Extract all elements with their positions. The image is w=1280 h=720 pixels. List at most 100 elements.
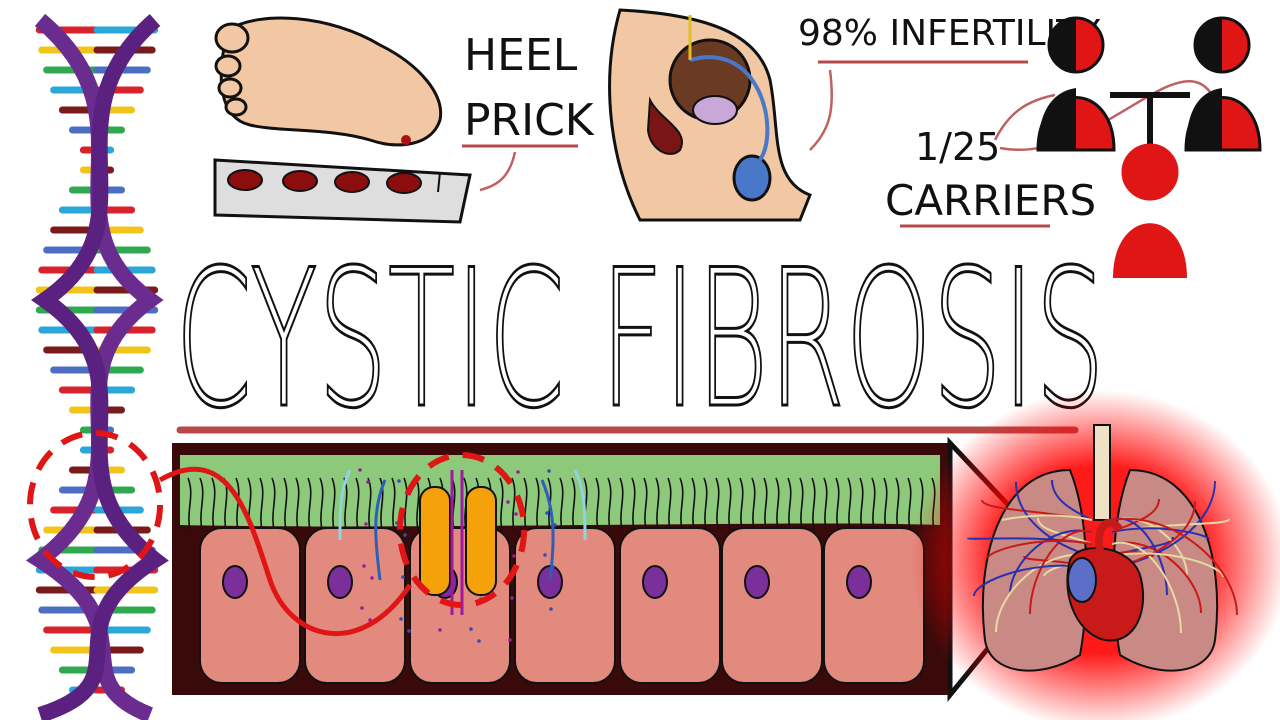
carriers-arrow bbox=[993, 93, 1056, 141]
ion-dot bbox=[362, 564, 366, 568]
cilium bbox=[799, 477, 804, 531]
ion-dot bbox=[397, 479, 401, 483]
cilium bbox=[787, 477, 792, 531]
ion-dot bbox=[366, 480, 370, 484]
cilium bbox=[319, 477, 324, 531]
cilium bbox=[535, 477, 540, 531]
cilium bbox=[859, 477, 864, 531]
cilium bbox=[355, 477, 360, 531]
cilium bbox=[631, 477, 636, 531]
ion-dot bbox=[512, 554, 516, 558]
cilium bbox=[811, 477, 816, 531]
ion-dot bbox=[547, 469, 551, 473]
lungs-icon bbox=[910, 390, 1280, 720]
cilium bbox=[259, 477, 264, 531]
ion-dot bbox=[514, 512, 518, 516]
cilium bbox=[751, 477, 756, 531]
cilium bbox=[283, 477, 288, 531]
cilium bbox=[499, 477, 504, 531]
pedigree-icon bbox=[1036, 16, 1262, 278]
ion-dot bbox=[360, 606, 364, 610]
channel-highlight-ring bbox=[397, 452, 527, 608]
cilium bbox=[691, 477, 696, 531]
epithelial-cell bbox=[823, 527, 925, 684]
lung-vessel bbox=[1111, 517, 1238, 616]
cell-nucleus bbox=[327, 565, 353, 599]
cilium bbox=[523, 477, 528, 531]
cilium bbox=[187, 477, 192, 531]
cilium bbox=[271, 477, 276, 531]
cilium bbox=[679, 477, 684, 531]
ion-dot bbox=[438, 628, 442, 632]
ion-dot bbox=[508, 638, 512, 642]
heel-prick-arrow bbox=[479, 151, 517, 192]
heel-prick-label-1: HEEL bbox=[464, 30, 578, 81]
epithelial-cell bbox=[304, 527, 406, 684]
carriers-label: CARRIERS bbox=[885, 176, 1096, 225]
cilium bbox=[403, 477, 408, 531]
infertility-arrow bbox=[809, 69, 834, 151]
ion-arrow bbox=[338, 469, 352, 541]
ion-dot bbox=[545, 511, 549, 515]
ion-dot bbox=[543, 553, 547, 557]
lung-vessel bbox=[987, 540, 1093, 559]
heel-prick-label-2: PRICK bbox=[464, 95, 595, 146]
lung-vessel bbox=[1051, 479, 1093, 521]
epithelial-cell bbox=[514, 527, 616, 684]
lung-vessel bbox=[1111, 552, 1224, 578]
cilium bbox=[823, 477, 828, 531]
cilium bbox=[619, 477, 624, 531]
epithelial-cell bbox=[721, 527, 823, 684]
cell-nucleus bbox=[222, 565, 248, 599]
cilium bbox=[199, 477, 204, 531]
ion-dot bbox=[370, 576, 374, 580]
cilium bbox=[871, 477, 876, 531]
lung-vessel bbox=[1001, 514, 1093, 521]
gene-to-channel-line bbox=[158, 466, 413, 636]
ion-dot bbox=[477, 639, 481, 643]
ion-dot bbox=[510, 596, 514, 600]
cilium bbox=[883, 477, 888, 531]
cilium bbox=[703, 477, 708, 531]
cftr-channel-icon bbox=[419, 470, 497, 615]
epithelial-cell bbox=[619, 527, 721, 684]
ion-dot bbox=[407, 629, 411, 633]
cilium bbox=[391, 477, 396, 531]
cilium bbox=[595, 477, 600, 531]
lung-vessel bbox=[1037, 517, 1093, 545]
ion-dot bbox=[549, 607, 553, 611]
foot-icon bbox=[214, 16, 443, 147]
ion-dot bbox=[401, 575, 405, 579]
ion-dot bbox=[399, 617, 403, 621]
pelvis-anatomy-icon bbox=[608, 8, 812, 222]
lung-vessel bbox=[1111, 541, 1182, 634]
cilium bbox=[571, 477, 576, 531]
ion-dot bbox=[469, 627, 473, 631]
dna-helix-icon bbox=[25, 13, 169, 720]
cilium bbox=[211, 477, 216, 531]
ion-arrow bbox=[374, 479, 387, 581]
cilium bbox=[307, 477, 312, 531]
cell-nucleus bbox=[846, 565, 872, 599]
cilium bbox=[559, 477, 564, 531]
page-title: CYSTIC FIBROSIS bbox=[175, 229, 1105, 450]
cilium bbox=[643, 477, 648, 531]
cilium bbox=[715, 477, 720, 531]
blood-card-icon bbox=[213, 158, 472, 224]
cilium bbox=[763, 477, 768, 531]
carriers-ratio-label: 1/25 bbox=[915, 125, 1000, 169]
cilium bbox=[379, 477, 384, 531]
cilium bbox=[607, 477, 612, 531]
ion-dot bbox=[403, 533, 407, 537]
cilium bbox=[727, 477, 732, 531]
cilium bbox=[511, 477, 516, 531]
cilium bbox=[655, 477, 660, 531]
cilium bbox=[835, 477, 840, 531]
cilium bbox=[295, 477, 300, 531]
gene-highlight-ring bbox=[27, 430, 163, 580]
ion-arrow bbox=[573, 469, 587, 541]
cell-nucleus bbox=[744, 565, 770, 599]
cilium bbox=[907, 477, 912, 531]
ion-dot bbox=[506, 500, 510, 504]
